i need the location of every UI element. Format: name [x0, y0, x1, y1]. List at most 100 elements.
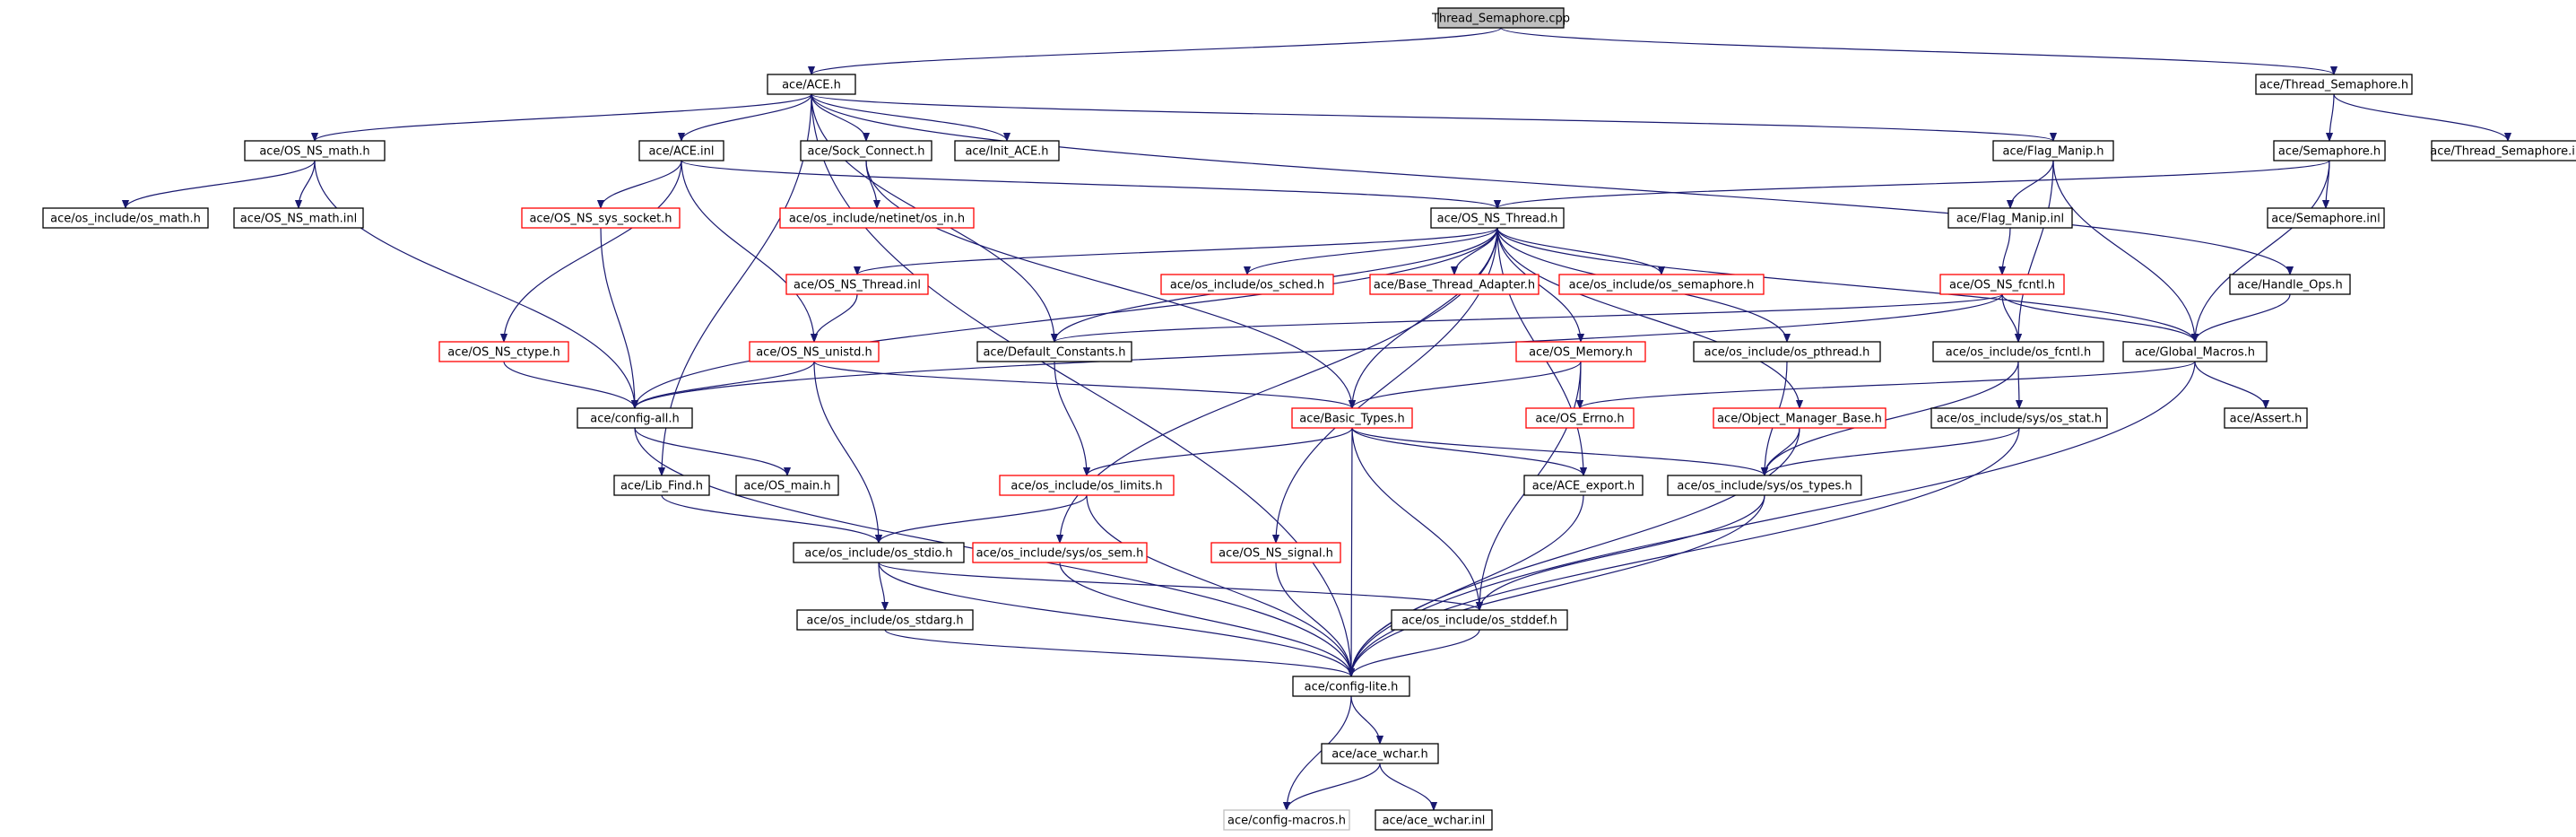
- node-handle-ops-h[interactable]: ace/Handle_Ops.h: [2229, 274, 2351, 295]
- node-label: ace/os_include/os_fcntl.h: [1946, 346, 2091, 360]
- include-edge-ace_h-to-ace_inl: [681, 93, 812, 142]
- node-label: ace/OS_NS_math.h: [259, 145, 369, 159]
- node-os-memory-h[interactable]: ace/OS_Memory.h: [1515, 341, 1646, 362]
- include-edge-thread_semaphore_h-to-semaphore_h: [2329, 93, 2335, 141]
- include-edge-basic_types_h-to-os_stddef_h: [1351, 427, 1479, 610]
- node-object-manager-base-h[interactable]: ace/Object_Manager_Base.h: [1713, 407, 1886, 429]
- node-os-ns-fcntl-h[interactable]: ace/OS_NS_fcntl.h: [1939, 274, 2065, 295]
- node-box: [1292, 676, 1410, 697]
- include-edge-os_stat_h-to-os_types_h: [1765, 427, 2020, 476]
- node-ace-inl[interactable]: ace/ACE.inl: [638, 140, 724, 161]
- node-label: ace/Base_Thread_Adapter.h: [1374, 279, 1535, 292]
- include-edge-sock_connect_h-to-os_in_h: [865, 160, 877, 208]
- node-semaphore-h[interactable]: ace/Semaphore.h: [2273, 140, 2386, 161]
- node-flag-manip-inl[interactable]: ace/Flag_Manip.inl: [1947, 207, 2073, 229]
- node-os-main-h[interactable]: ace/OS_main.h: [735, 475, 839, 496]
- node-label: ace/OS_NS_math.inl: [240, 213, 358, 226]
- node-thread-semaphore-cpp: Thread_Semaphore.cpp: [1431, 7, 1570, 29]
- include-edge-os_limits_h-to-config_lite_h: [1086, 494, 1351, 676]
- node-init-ace-h[interactable]: ace/Init_ACE.h: [954, 140, 1060, 161]
- include-edge-os_stddef_h-to-config_lite_h: [1351, 629, 1480, 677]
- include-edge-handle_ops_h-to-global_macros_h: [2195, 293, 2291, 343]
- node-label: ace/Flag_Manip.h: [2003, 145, 2104, 159]
- node-assert-h[interactable]: ace/Assert.h: [2224, 407, 2308, 429]
- node-box: [1291, 407, 1413, 429]
- node-box: [2273, 140, 2386, 161]
- node-thread-semaphore-inl[interactable]: ace/Thread_Semaphore.inl: [2430, 140, 2576, 161]
- node-os-sched-h[interactable]: ace/os_include/os_sched.h: [1160, 274, 1334, 295]
- node-os-ns-unistd-h[interactable]: ace/OS_NS_unistd.h: [749, 341, 880, 362]
- node-os-ns-thread-inl[interactable]: ace/OS_NS_Thread.inl: [785, 274, 929, 295]
- node-ace-wchar-h[interactable]: ace/ace_wchar.h: [1321, 743, 1439, 764]
- node-config-all-h[interactable]: ace/config-all.h: [577, 407, 693, 429]
- node-os-ns-signal-h[interactable]: ace/OS_NS_signal.h: [1210, 542, 1341, 563]
- node-label: ace/OS_NS_unistd.h: [756, 346, 872, 360]
- node-global-macros-h[interactable]: ace/Global_Macros.h: [2122, 341, 2268, 362]
- include-edge-flag_manip_h-to-flag_manip_inl: [2010, 160, 2054, 209]
- include-edge-os_ns_signal_h-to-config_lite_h: [1275, 562, 1351, 676]
- node-ace-export-h[interactable]: ace/ACE_export.h: [1523, 475, 1644, 496]
- include-edge-lib_find_h-to-os_stdio_h: [661, 494, 879, 544]
- node-thread-semaphore-h[interactable]: ace/Thread_Semaphore.h: [2255, 74, 2413, 95]
- node-os-semaphore-h[interactable]: ace/os_include/os_semaphore.h: [1558, 274, 1765, 295]
- include-edge-os_ns_thread_h-to-config_all_h: [635, 227, 1498, 408]
- include-edge-os_ns_fcntl_h-to-os_fcntl_h: [2001, 293, 2018, 342]
- node-os-ns-thread-h[interactable]: ace/OS_NS_Thread.h: [1430, 207, 1565, 229]
- include-edge-default_constants_h-to-os_limits_h: [1054, 361, 1087, 475]
- node-box: [767, 74, 856, 95]
- node-box: [577, 407, 693, 429]
- include-edge-ace_h-to-init_ace_h: [811, 93, 1007, 142]
- include-edge-object_manager_base_h-to-config_lite_h: [1351, 427, 1800, 676]
- node-lib-find-h[interactable]: ace/Lib_Find.h: [613, 475, 710, 496]
- node-os-errno-h[interactable]: ace/OS_Errno.h: [1525, 407, 1635, 429]
- include-edge-semaphore_h-to-os_ns_thread_h: [1497, 160, 2330, 209]
- node-basic-types-h[interactable]: ace/Basic_Types.h: [1291, 407, 1413, 429]
- node-label: ace/Basic_Types.h: [1299, 413, 1404, 426]
- node-ace-wchar-inl[interactable]: ace/ace_wchar.inl: [1375, 809, 1493, 831]
- node-label: ace/ace_wchar.h: [1331, 748, 1428, 762]
- node-os-ns-math-h[interactable]: ace/OS_NS_math.h: [244, 140, 386, 161]
- node-box: [521, 207, 681, 229]
- node-config-lite-h[interactable]: ace/config-lite.h: [1292, 676, 1410, 697]
- include-edge-os_ns_sys_socket_h-to-config_all_h: [600, 227, 635, 408]
- node-os-in-h[interactable]: ace/os_include/netinet/os_in.h: [779, 207, 975, 229]
- node-os-ns-ctype-h[interactable]: ace/OS_NS_ctype.h: [438, 341, 569, 362]
- node-os-ns-math-inl[interactable]: ace/OS_NS_math.inl: [233, 207, 364, 229]
- include-edge-os_ns_unistd_h-to-os_stdio_h: [813, 361, 879, 543]
- include-edge-basic_types_h-to-os_limits_h: [1087, 427, 1353, 476]
- edge-layer: [126, 27, 2508, 811]
- include-edge-flag_manip_inl-to-os_ns_fcntl_h: [2002, 227, 2011, 275]
- include-edge-os_types_h-to-config_lite_h: [1351, 494, 1765, 676]
- node-os-stddef-h[interactable]: ace/os_include/os_stddef.h: [1391, 609, 1568, 631]
- node-label: ace/OS_NS_sys_socket.h: [529, 213, 672, 226]
- node-os-stdarg-h[interactable]: ace/os_include/os_stdarg.h: [796, 609, 974, 631]
- node-os-sem-h[interactable]: ace/os_include/sys/os_sem.h: [972, 542, 1148, 563]
- node-label: ace/Semaphore.inl: [2271, 213, 2380, 226]
- node-box: [2229, 274, 2351, 295]
- include-edge-os_ns_math_h-to-os_math_h: [126, 160, 316, 209]
- include-edge-os_ns_math_h-to-os_ns_math_inl: [299, 160, 316, 208]
- include-edge-os_ns_thread_h-to-os_semaphore_h: [1496, 227, 1661, 275]
- node-default-constants-h[interactable]: ace/Default_Constants.h: [976, 341, 1132, 362]
- node-box: [1437, 7, 1565, 29]
- node-box: [1515, 341, 1646, 362]
- node-os-pthread-h[interactable]: ace/os_include/os_pthread.h: [1693, 341, 1881, 362]
- node-os-ns-sys-socket-h[interactable]: ace/OS_NS_sys_socket.h: [521, 207, 681, 229]
- node-box: [976, 341, 1132, 362]
- node-os-stat-h[interactable]: ace/os_include/sys/os_stat.h: [1930, 407, 2108, 429]
- node-os-limits-h[interactable]: ace/os_include/os_limits.h: [999, 475, 1175, 496]
- node-os-math-h[interactable]: ace/os_include/os_math.h: [42, 207, 209, 229]
- node-os-stdio-h[interactable]: ace/os_include/os_stdio.h: [793, 542, 965, 563]
- node-box: [2224, 407, 2308, 429]
- include-edge-os_sem_h-to-config_lite_h: [1059, 562, 1351, 676]
- node-semaphore-inl[interactable]: ace/Semaphore.inl: [2267, 207, 2385, 229]
- node-sock-connect-h[interactable]: ace/Sock_Connect.h: [800, 140, 932, 161]
- node-ace-h[interactable]: ace/ACE.h: [767, 74, 856, 95]
- node-base-thread-adapter-h[interactable]: ace/Base_Thread_Adapter.h: [1369, 274, 1540, 295]
- node-flag-manip-h[interactable]: ace/Flag_Manip.h: [1992, 140, 2114, 161]
- node-box: [1693, 341, 1881, 362]
- node-os-types-h[interactable]: ace/os_include/sys/os_types.h: [1667, 475, 1862, 496]
- node-config-macros-h[interactable]: ace/config-macros.h: [1223, 809, 1350, 831]
- node-label: ace/ACE.h: [782, 79, 841, 92]
- node-os-fcntl-h[interactable]: ace/os_include/os_fcntl.h: [1932, 341, 2104, 362]
